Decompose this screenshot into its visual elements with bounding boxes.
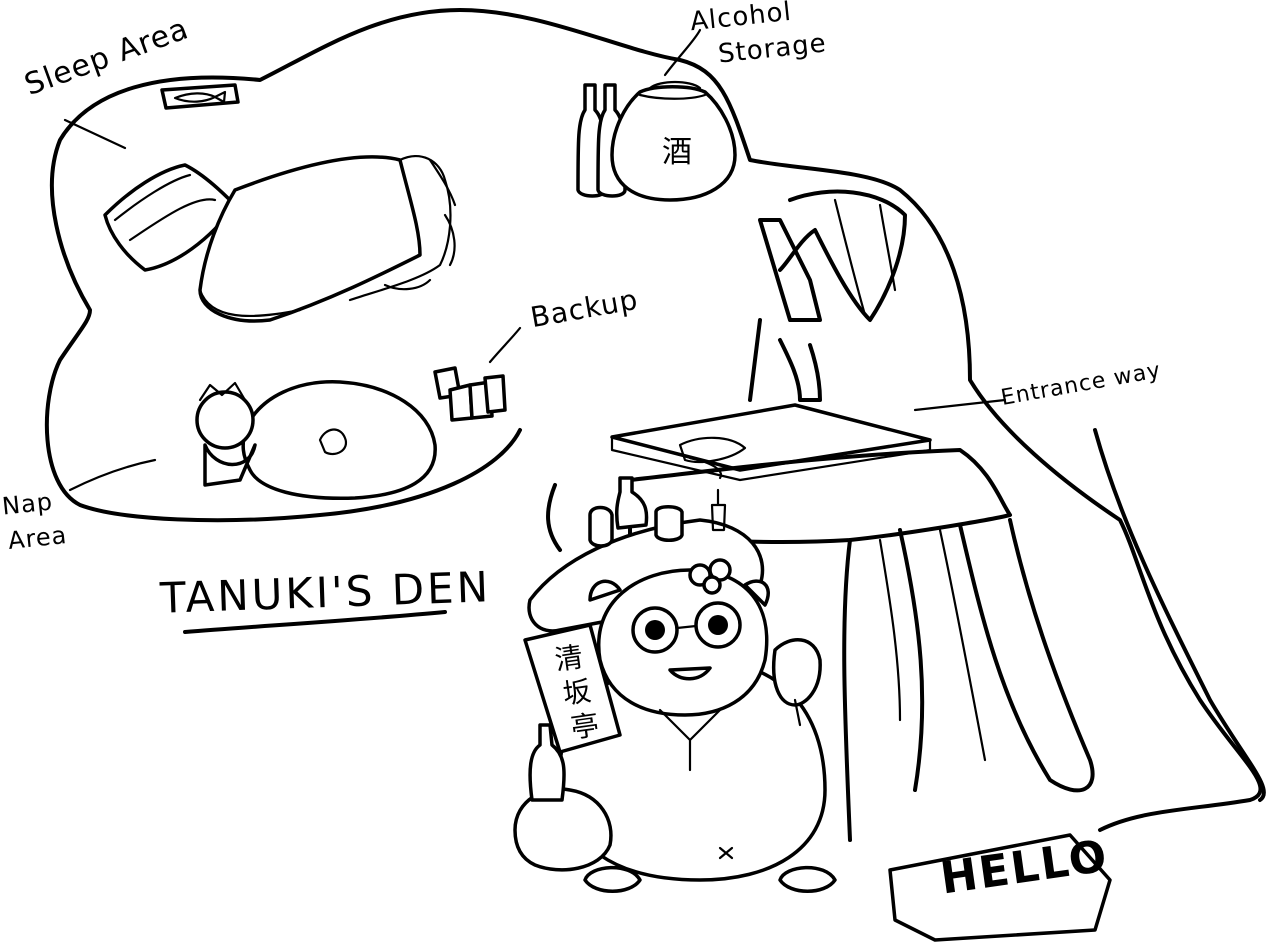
alcohol-storage <box>576 28 737 202</box>
den-wall-outline <box>44 8 1263 832</box>
plush-doll <box>195 381 257 487</box>
title-underline <box>183 610 447 634</box>
hello-sign-board <box>888 833 1112 942</box>
navel-mark <box>718 846 734 860</box>
futon <box>103 155 457 323</box>
umbrellas <box>748 189 907 402</box>
table-items <box>588 476 727 548</box>
nap-area-label-line1: Nap <box>0 487 55 521</box>
den-right-wall <box>1093 428 1266 802</box>
banner-scroll <box>523 623 622 754</box>
entrance-step <box>610 398 1007 482</box>
sleep-area-pointer <box>63 118 127 150</box>
den-lower-wall <box>546 483 562 552</box>
jar-kanji: 酒 <box>662 135 692 170</box>
nap-cushion <box>68 380 437 500</box>
entrance-pointer <box>913 398 1007 412</box>
banner-kanji-1: 清 <box>552 640 586 677</box>
nap-pointer <box>68 458 157 492</box>
banner-kanji-2: 坂 <box>560 674 594 711</box>
alcohol-pointer <box>663 28 702 77</box>
backup-bottles <box>433 326 522 422</box>
banner-kanji-3: 亭 <box>568 708 602 745</box>
tanuki-head <box>597 568 769 717</box>
noren-curtain <box>628 448 1095 842</box>
fish-plaque <box>160 83 240 110</box>
tanuki-character <box>513 518 837 893</box>
backup-pointer <box>488 326 522 364</box>
